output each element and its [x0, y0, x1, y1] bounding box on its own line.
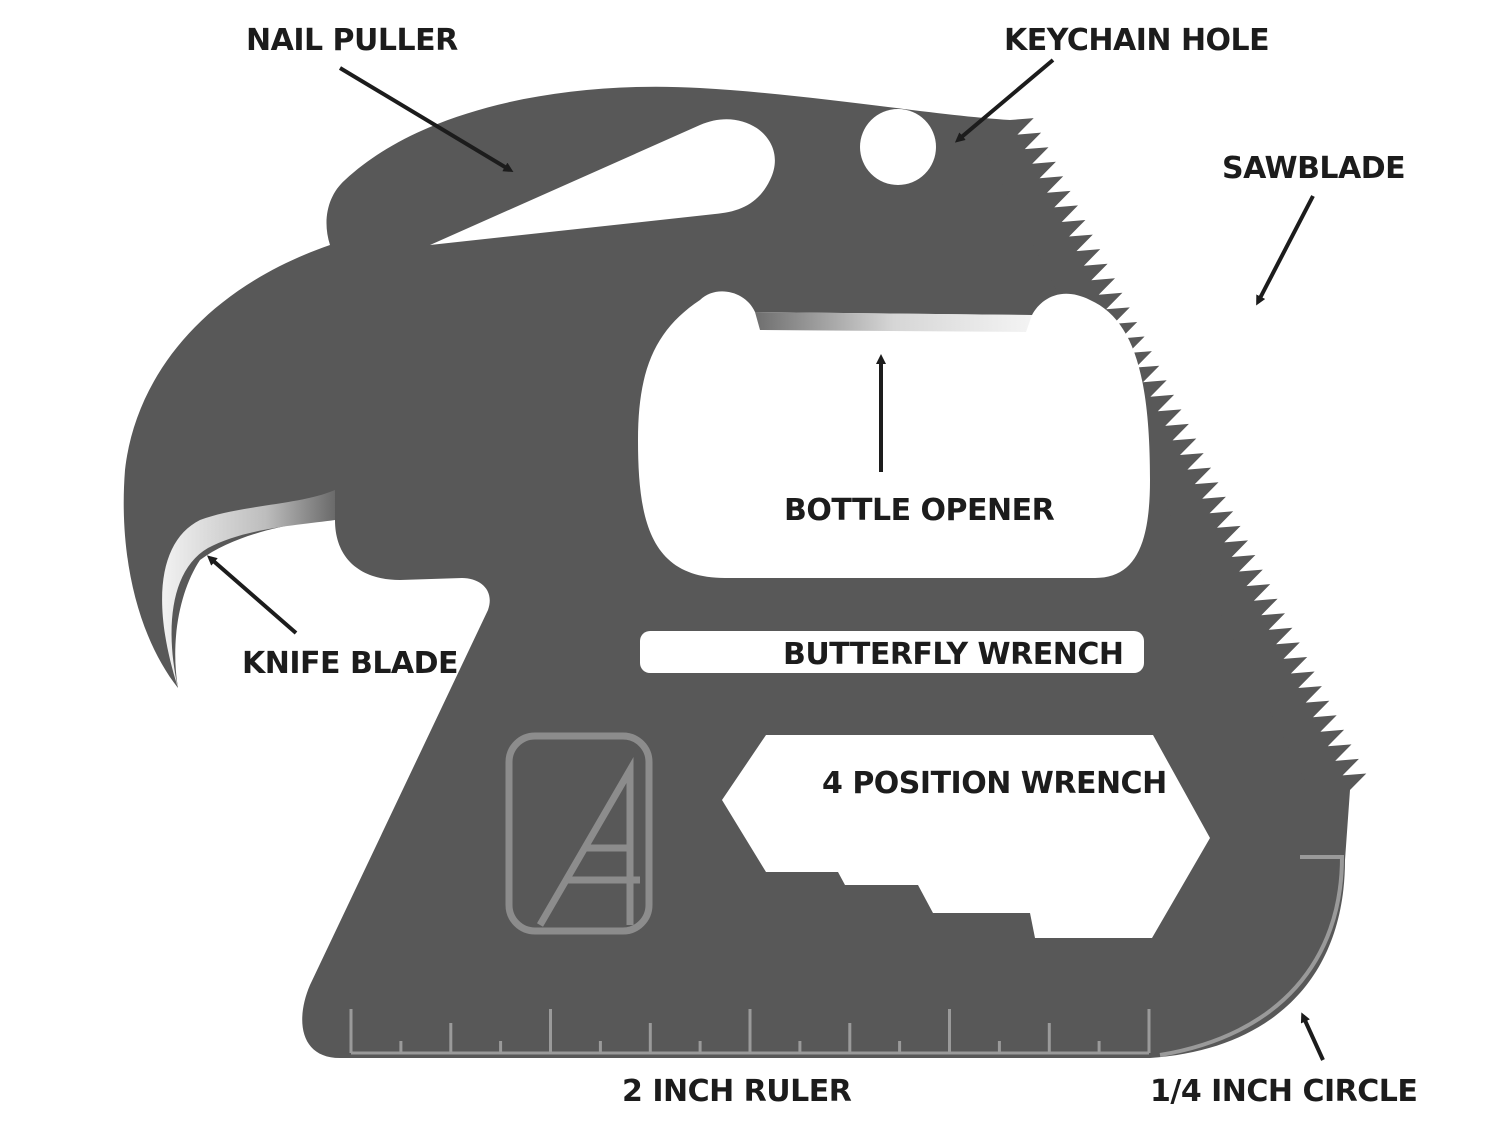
arrow-knife-blade — [206, 555, 298, 635]
knife-blade — [162, 490, 335, 688]
callout-arrows — [206, 58, 1325, 1061]
sawblade-teeth — [980, 118, 1367, 791]
two-inch-ruler — [349, 1009, 1151, 1055]
four-position-wrench-cutout — [722, 735, 1210, 938]
quarter-inch-circle-arc — [1159, 855, 1345, 1057]
arrow-quarter-inch-circle — [1300, 1012, 1325, 1061]
butterfly-wrench-slot — [640, 631, 1144, 673]
label-butterfly-wrench: BUTTERFLY WRENCH — [783, 637, 1123, 672]
arrow-sawblade — [1256, 195, 1315, 306]
label-nail-puller: NAIL PULLER — [246, 23, 458, 58]
label-sawblade: SAWBLADE — [1222, 151, 1405, 186]
label-two-inch-ruler: 2 INCH RULER — [622, 1074, 852, 1109]
keychain-hole — [860, 109, 936, 185]
label-keychain-hole: KEYCHAIN HOLE — [1004, 23, 1269, 58]
saw-tooth-strip — [980, 118, 1367, 791]
bottle-opener-edge — [755, 312, 1032, 332]
nail-puller-slot — [430, 119, 775, 245]
cutouts — [162, 109, 1210, 938]
arrow-keychain-hole — [954, 58, 1055, 143]
a-monogram-icon — [505, 732, 653, 935]
arrow-nail-puller — [338, 66, 514, 173]
bottle-opener-cutout — [638, 291, 1150, 578]
label-four-position-wrench: 4 POSITION WRENCH — [822, 766, 1167, 801]
label-bottle-opener: BOTTLE OPENER — [784, 493, 1055, 528]
label-quarter-inch-circle: 1/4 INCH CIRCLE — [1150, 1074, 1417, 1109]
label-knife-blade: KNIFE BLADE — [242, 646, 458, 681]
